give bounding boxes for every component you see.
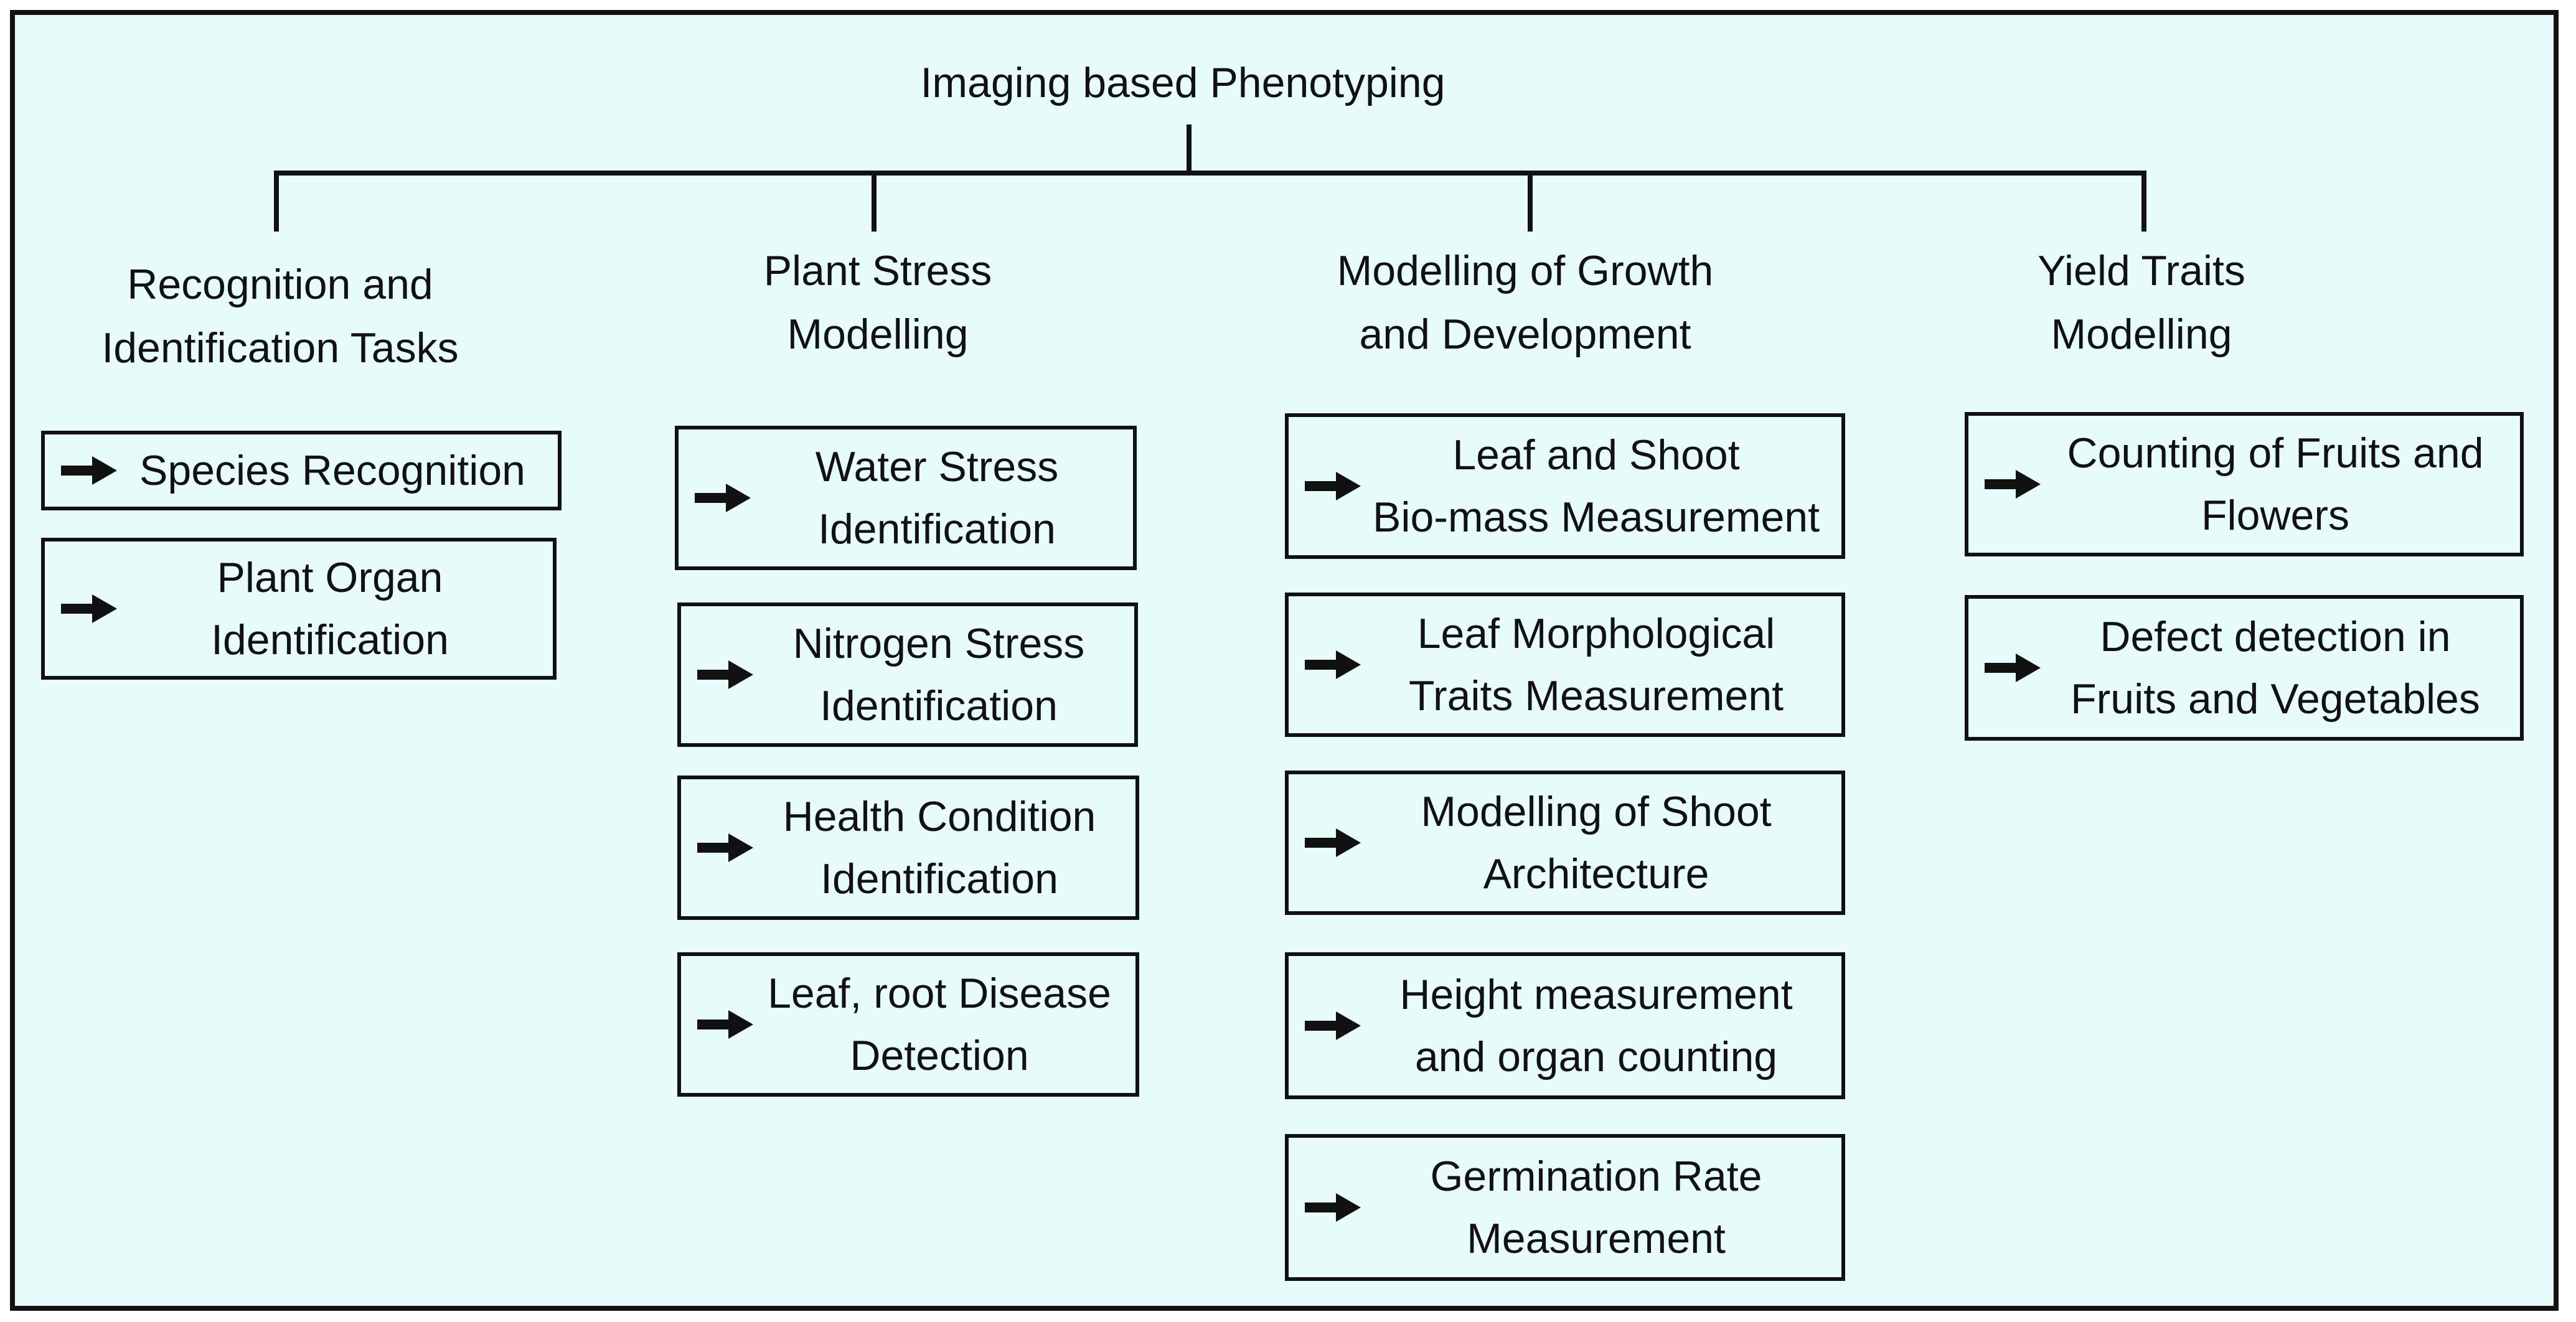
- right-arrow-icon: [697, 660, 753, 689]
- item-box-water-stress: Water Stress Identification: [675, 426, 1137, 570]
- item-label: Plant Organ Identification: [211, 554, 449, 663]
- diagram-title: Imaging based Phenotyping: [920, 59, 1445, 106]
- heading-plant-stress: Plant Stress Modelling: [763, 247, 992, 358]
- item-label: Leaf Morphological Traits Measurement: [1408, 610, 1784, 720]
- item-label: Defect detection in Fruits and Vegetable…: [2071, 613, 2480, 723]
- item-label: Leaf, root Disease Detection: [768, 970, 1111, 1079]
- item-label: Species Recognition: [139, 447, 525, 494]
- right-arrow-icon: [1305, 472, 1361, 500]
- right-arrow-icon: [697, 833, 753, 862]
- item-box-fruit-counting: Counting of Fruits and Flowers: [1965, 412, 2524, 556]
- item-label: Height measurement and organ counting: [1399, 971, 1793, 1081]
- item-box-plant-organ: Plant Organ Identification: [41, 538, 557, 680]
- item-box-height-measurement: Height measurement and organ counting: [1285, 952, 1845, 1099]
- right-arrow-icon: [1985, 654, 2041, 682]
- item-box-biomass: Leaf and Shoot Bio-mass Measurement: [1285, 413, 1845, 559]
- right-arrow-icon: [61, 456, 117, 485]
- item-label: Leaf and Shoot Bio-mass Measurement: [1372, 431, 1820, 541]
- branch-connector-stress: [872, 171, 877, 232]
- item-label: Health Condition Identification: [783, 793, 1096, 902]
- right-arrow-icon: [697, 1010, 753, 1039]
- item-box-shoot-architecture: Modelling of Shoot Architecture: [1285, 771, 1845, 915]
- item-label: Modelling of Shoot Architecture: [1421, 788, 1772, 898]
- right-arrow-icon: [1985, 470, 2041, 499]
- heading-growth: Modelling of Growth and Development: [1337, 247, 1714, 358]
- item-label: Counting of Fruits and Flowers: [2067, 429, 2484, 539]
- item-label: Nitrogen Stress Identification: [792, 620, 1085, 729]
- branch-connector-recognition: [274, 171, 279, 232]
- trunk-connector: [1187, 124, 1192, 173]
- item-label: Water Stress Identification: [815, 443, 1059, 553]
- item-label: Germination Rate Measurement: [1430, 1153, 1762, 1262]
- right-arrow-icon: [1305, 1011, 1361, 1040]
- right-arrow-icon: [1305, 650, 1361, 679]
- heading-yield: Yield Traits Modelling: [2038, 247, 2245, 358]
- right-arrow-icon: [1305, 828, 1361, 857]
- branch-connector-yield: [2141, 171, 2146, 232]
- item-box-leaf-morphology: Leaf Morphological Traits Measurement: [1285, 593, 1845, 737]
- item-box-species-recognition: Species Recognition: [41, 431, 562, 510]
- horizontal-connector: [274, 171, 2146, 176]
- right-arrow-icon: [1305, 1193, 1361, 1222]
- right-arrow-icon: [695, 484, 751, 512]
- item-box-germination-rate: Germination Rate Measurement: [1285, 1134, 1845, 1281]
- item-box-defect-detection: Defect detection in Fruits and Vegetable…: [1965, 595, 2524, 741]
- right-arrow-icon: [61, 594, 117, 623]
- item-box-nitrogen-stress: Nitrogen Stress Identification: [677, 602, 1138, 747]
- heading-recognition: Recognition and Identification Tasks: [101, 261, 459, 372]
- item-box-disease-detection: Leaf, root Disease Detection: [677, 952, 1139, 1097]
- item-box-health-condition: Health Condition Identification: [677, 776, 1139, 920]
- branch-connector-growth: [1528, 171, 1533, 232]
